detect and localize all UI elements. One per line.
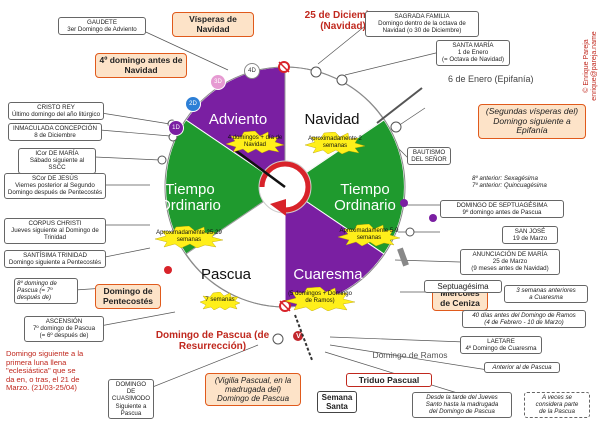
season-ordinario-1: Tiempo Ordinario: [159, 181, 221, 214]
tag-sagrada-familia: SAGRADA FAMILIA Domingo dentro de la oct…: [365, 11, 479, 37]
detail-ordinario-1: Aproximadamente 25-29 semanas: [155, 226, 223, 248]
label-triduo: Triduo Pascual: [346, 373, 432, 387]
label-segundas-visperas: (Segundas vísperas del) Domingo siguient…: [478, 104, 586, 139]
detail-adviento: 4 domingos + día de Navidad: [226, 131, 284, 153]
author-credit: © Enrique Pareja enrique@pareja.name: [583, 31, 598, 101]
markers: [157, 61, 437, 361]
tag-san-jose: SAN JOSÉ 19 de Marzo: [502, 226, 558, 245]
advent-sunday-2: 2D: [185, 96, 201, 112]
connector-lines: [74, 21, 489, 401]
tag-ascension: ASCENSIÓN 7º domingo de Pascua (= 6º des…: [24, 316, 104, 342]
label-cuarenta-dias: 40 días antes del Domingo de Ramos (4 de…: [462, 310, 586, 329]
tag-trinidad: SANTÍSIMA TRINIDAD Domingo siguiente a P…: [4, 250, 106, 269]
season-navidad: Navidad: [304, 111, 360, 128]
tag-santa-maria: SANTA MARÍA 1 de Enero (= Octava de Navi…: [436, 40, 510, 66]
season-ordinario-2: Tiempo Ordinario: [334, 181, 396, 214]
label-vigilia: (Vigilia Pascual, en la madrugada del) D…: [205, 373, 301, 406]
label-sexagesima: 8º anterior: Sexagésima 7º anterior: Qui…: [472, 175, 547, 190]
detail-cuaresma: (5 domingos + Domingo de Ramos): [285, 287, 355, 311]
advent-sunday-1: 1D: [168, 120, 184, 136]
tag-icor: ICor DE MARÍA Sábado siguiente al SSCC: [18, 148, 96, 174]
tag-gaudete: GAUDETE 3er Domingo de Adviento: [58, 17, 146, 36]
tag-laetare: LAETARE 4º Domingo de Cuaresma: [460, 336, 542, 355]
detail-navidad: Aproximadamente 2 semanas: [305, 132, 365, 154]
season-pascua: Pascua: [200, 266, 252, 283]
detail-pascua: 7 semanas: [200, 292, 240, 310]
v-marker: V: [296, 333, 301, 340]
tag-scor: SCor DE JESÚS Viernes posterior al Segun…: [4, 173, 106, 199]
label-domingo-ramos: Domingo de Ramos: [372, 350, 448, 360]
tag-septuagesima-domingo: DOMINGO DE SEPTUAGÉSIMA 9º domingo antes…: [440, 200, 564, 219]
tag-anunciacion: ANUNCIACIÓN DE MARÍA 25 de Marzo (9 mese…: [460, 249, 560, 275]
detail-ordinario-2: Aproximadamente 5-9 semanas: [338, 224, 400, 246]
label-semana-santa: Semana Santa: [317, 391, 357, 413]
season-adviento: Adviento: [208, 111, 268, 128]
liturgical-wheel: [164, 66, 406, 308]
note-domingo-pascua: Domingo siguiente a la primera luna llen…: [6, 349, 84, 393]
tag-octavo: 8º domingo de Pascua (= 7º después de): [14, 278, 78, 304]
label-a-veces: A veces se considera parte de la Pascua: [524, 392, 590, 418]
tag-cuasimodo: DOMINGO DE CUASIMODO Siguiente a Pascua: [108, 379, 154, 420]
label-septuagesima: Septuagésima: [424, 280, 502, 293]
label-epifania: 6 de Enero (Epifanía): [448, 74, 534, 84]
label-jueves-santo: Desde la tarde del Jueves Santo hasta la…: [412, 392, 512, 418]
label-cuarto-domingo: 4º domingo antes de Navidad: [95, 53, 187, 78]
label-tres-semanas: 3 semanas anteriores a Cuaresma: [504, 285, 588, 304]
tag-inmaculada: INMACULADA CONCEPCIÓN 8 de Diciembre: [8, 123, 102, 142]
label-visperas-navidad: Vísperas de Navidad: [172, 12, 254, 37]
advent-sunday-3: 3D: [210, 74, 226, 90]
label-pentecostes: Domingo de Pentecostés: [95, 284, 161, 309]
label-anterior-pascua: Anterior al de Pascua: [484, 362, 560, 374]
tag-corpus: CORPUS CHRISTI Jueves siguiente al Domin…: [4, 218, 106, 244]
advent-sunday-4: 4D: [244, 63, 260, 79]
tag-bautismo: BAUTISMO DEL SEÑOR: [407, 147, 451, 166]
tag-cristo-rey: CRISTO REY Último domingo del año litúrg…: [8, 102, 104, 121]
season-cuaresma: Cuaresma: [293, 266, 363, 283]
label-pascua-resurreccion: Domingo de Pascua (de Resurrección): [155, 330, 270, 352]
title-25-diciembre: 25 de Diciembre (Navidad): [304, 10, 382, 32]
